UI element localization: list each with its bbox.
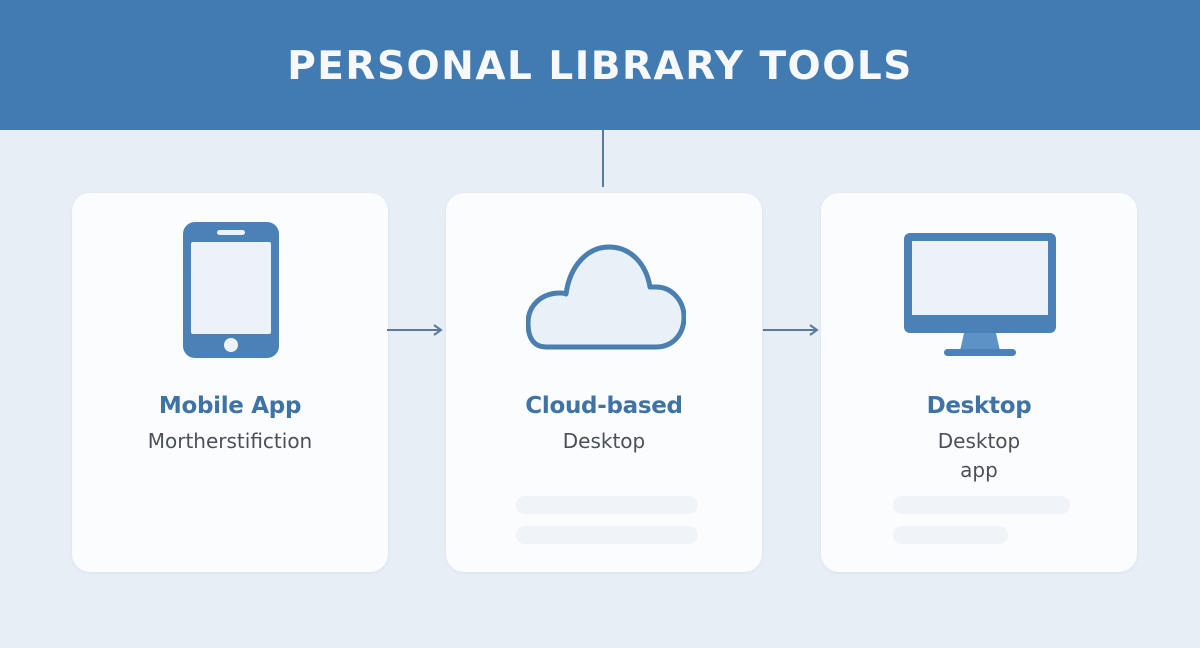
card-desktop: Desktop Desktop app xyxy=(821,193,1137,572)
card-subtitle-line-2: app xyxy=(960,458,998,482)
placeholder-bar xyxy=(893,526,1008,544)
card-subtitle: Desktop xyxy=(937,429,1021,453)
desktop-monitor-icon xyxy=(904,233,1056,356)
arrow-right-icon xyxy=(763,324,819,336)
card-title: Cloud-based xyxy=(525,393,683,419)
page-title: PERSONAL LIBRARY TOOLS xyxy=(287,43,913,89)
arrow-right-icon xyxy=(387,324,443,336)
header-banner: PERSONAL LIBRARY TOOLS xyxy=(0,0,1200,130)
placeholder-bar xyxy=(516,496,698,514)
card-title: Desktop xyxy=(926,393,1032,419)
placeholder-bar xyxy=(516,526,698,544)
card-cloud-based: Cloud-based Desktop xyxy=(446,193,762,572)
cloud-icon xyxy=(526,244,686,350)
card-title: Mobile App xyxy=(158,393,302,419)
card-mobile-app: Mobile App Mortherstifiction xyxy=(72,193,388,572)
placeholder-bar xyxy=(893,496,1070,514)
header-connector-line xyxy=(602,130,604,187)
card-subtitle: Mortherstifiction xyxy=(147,429,313,453)
card-subtitle: Desktop xyxy=(562,429,646,453)
smartphone-icon xyxy=(183,222,279,358)
